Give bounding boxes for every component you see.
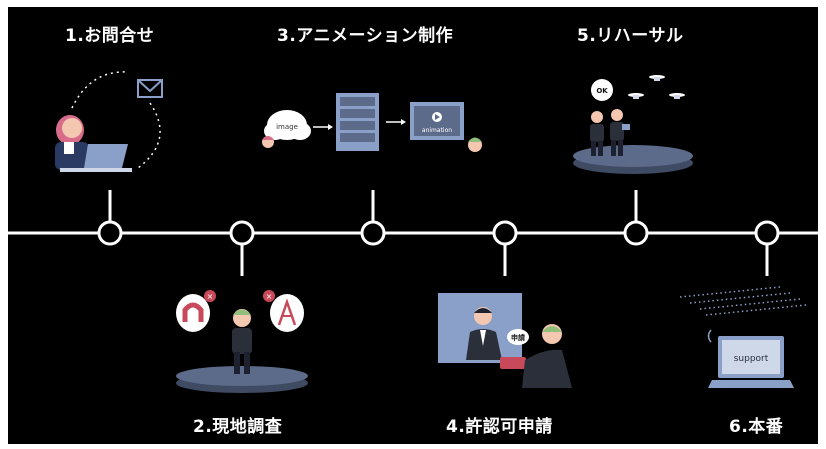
step-3-title: 3.アニメーション制作 (277, 26, 454, 46)
timeline-node-5 (623, 220, 649, 246)
surveyor-figure (232, 309, 252, 374)
drone-icons (628, 75, 685, 99)
timeline-node-1 (97, 220, 123, 246)
tower-icon: × (263, 290, 304, 332)
timeline-node-4 (492, 220, 518, 246)
site-survey-illustration: × × (176, 290, 308, 393)
woman-at-laptop (55, 115, 132, 172)
drone-swarm (679, 286, 807, 316)
timeline (8, 190, 818, 276)
image-cloud: image (264, 110, 311, 140)
svg-text:support: support (734, 354, 769, 364)
storyboard-frames (336, 93, 379, 151)
timeline-node-2 (229, 220, 255, 246)
rehearsal-staff (590, 109, 630, 156)
svg-text:×: × (207, 292, 214, 301)
svg-text:申請: 申請 (511, 333, 525, 342)
svg-text:OK: OK (596, 87, 608, 95)
support-laptop: support (707, 329, 794, 388)
step-2-title: 2.現地調査 (193, 417, 283, 437)
step-4-title: 4.許認可申請 (446, 417, 553, 437)
official-figure (466, 307, 502, 360)
performance-illustration: support (679, 286, 807, 388)
step-5-title: 5.リハーサル (577, 26, 684, 46)
step-6-title: 6.本番 (729, 417, 784, 437)
image-label: image (276, 123, 298, 131)
animation-label: animation (422, 127, 452, 134)
svg-text:×: × (266, 292, 273, 301)
inquiry-illustration (55, 71, 163, 172)
animation-production-illustration: image animation (262, 93, 482, 152)
animation-screen: animation (410, 102, 464, 140)
application-document: 申請 (500, 329, 529, 369)
permit-application-illustration: 申請 (438, 293, 572, 388)
timeline-node-6 (754, 220, 780, 246)
step-1-title: 1.お問合せ (65, 26, 155, 46)
magnet-icon: × (176, 290, 216, 332)
applicant-figure (522, 324, 572, 388)
mail-icon (137, 79, 163, 98)
rehearsal-illustration: OK (573, 75, 693, 174)
ok-speech-bubble: OK (591, 79, 613, 101)
timeline-node-3 (360, 220, 386, 246)
